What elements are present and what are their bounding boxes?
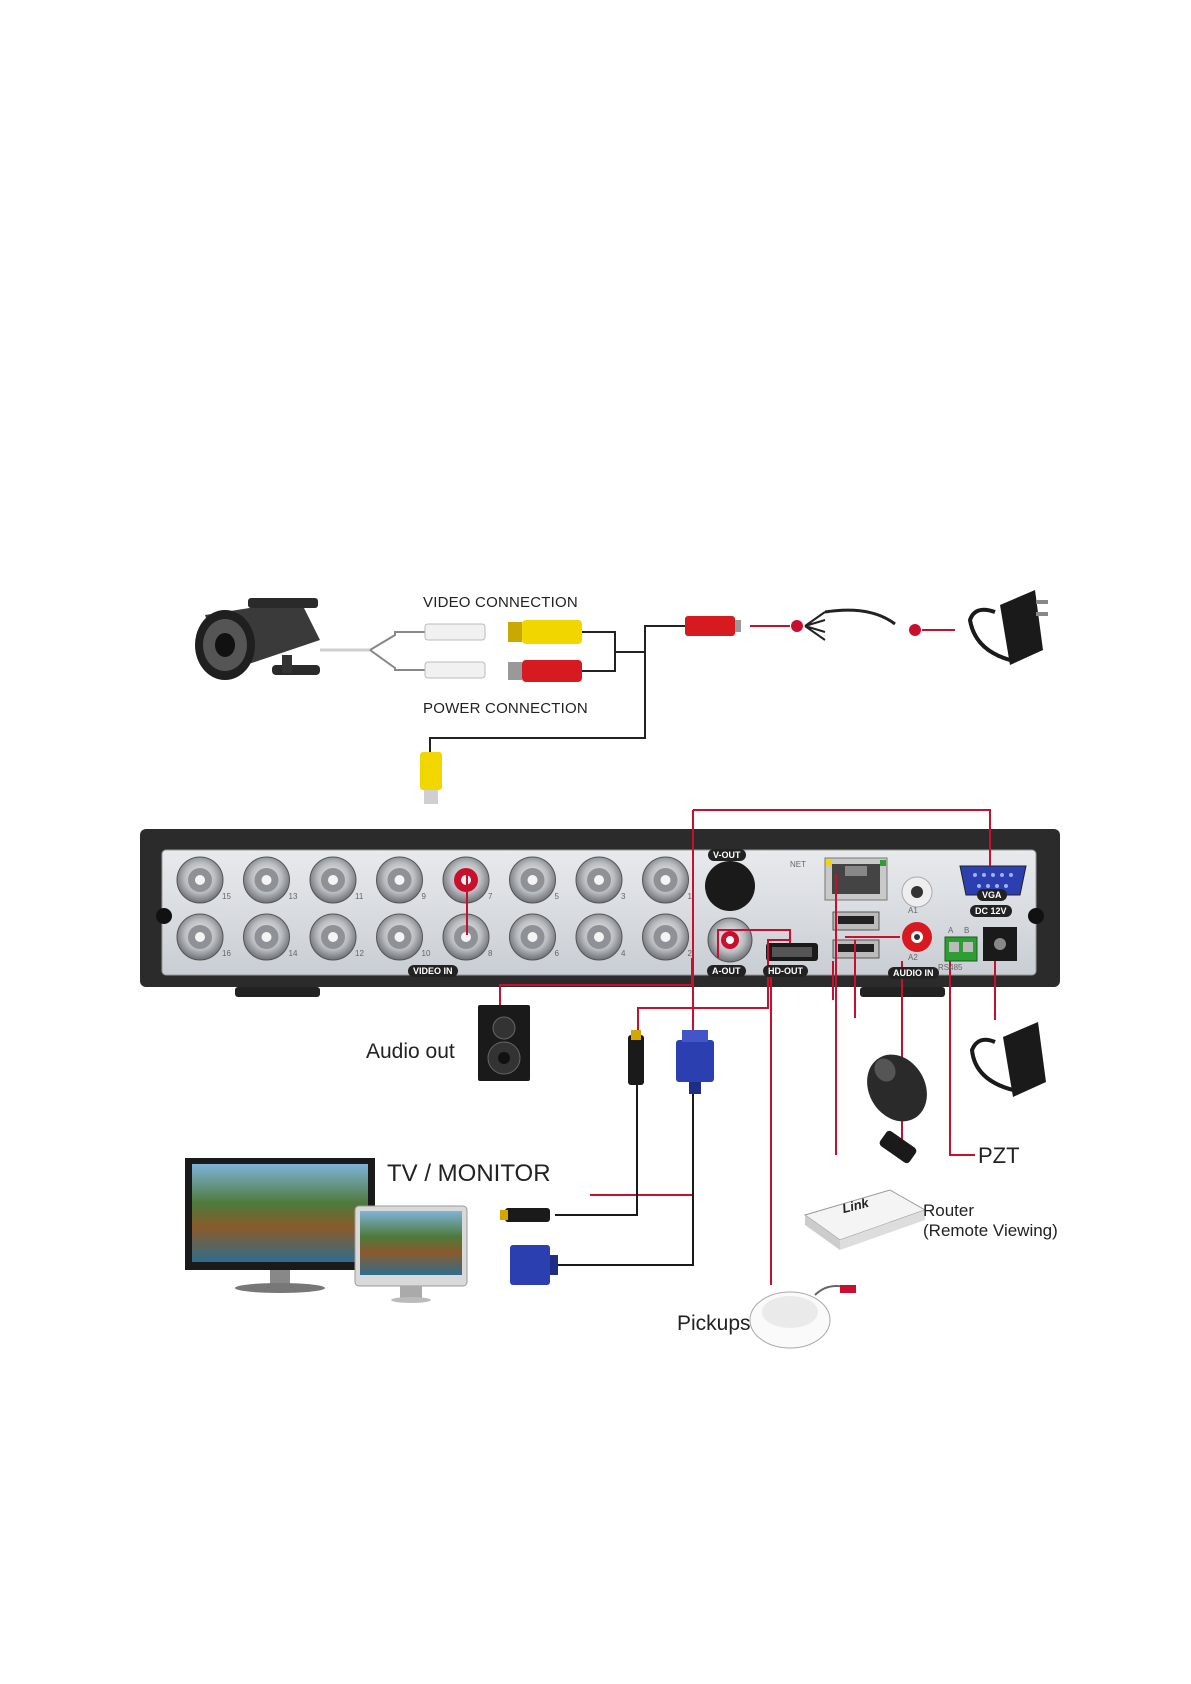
audio-in-a1-port[interactable] — [902, 877, 932, 907]
vga-label: VGA — [977, 889, 1007, 901]
bnc-video-in-3[interactable] — [576, 857, 622, 903]
hd-out-label: HD-OUT — [763, 965, 808, 977]
bnc-number-7: 7 — [488, 892, 492, 901]
router-sub-label: (Remote Viewing) — [923, 1221, 1058, 1241]
a-out-port[interactable] — [708, 918, 752, 962]
net-label: NET — [790, 860, 806, 869]
net-port[interactable] — [825, 858, 887, 900]
audio-out-label: Audio out — [366, 1040, 455, 1064]
video-in-label: VIDEO IN — [408, 965, 458, 977]
audio-in-label: AUDIO IN — [888, 967, 939, 979]
bnc-video-in-4[interactable] — [576, 914, 622, 960]
mouse-icon — [855, 1044, 938, 1133]
bnc-number-4: 4 — [621, 949, 625, 958]
bnc-number-14: 14 — [289, 949, 298, 958]
bnc-video-in-9[interactable] — [377, 857, 423, 903]
dc-12v-port[interactable] — [983, 927, 1017, 961]
usb-dongle-icon — [878, 1129, 918, 1164]
bnc-number-5: 5 — [555, 892, 559, 901]
bnc-number-1: 1 — [688, 892, 692, 901]
terminal-a-label: A — [948, 926, 953, 935]
hdmi-cable-icon — [628, 1030, 644, 1085]
bnc-video-in-10[interactable] — [377, 914, 423, 960]
v-out-label: V-OUT — [708, 849, 746, 861]
bnc-number-6: 6 — [555, 949, 559, 958]
vga-plug-tv-icon — [510, 1245, 558, 1285]
hdmi-plug-tv-icon — [500, 1208, 550, 1222]
bnc-video-in-5[interactable] — [510, 857, 556, 903]
bnc-video-in-16[interactable] — [177, 914, 223, 960]
power-plug-white — [425, 662, 485, 678]
audio-in-a2-port[interactable] — [902, 922, 932, 952]
power-red-plug — [685, 616, 741, 636]
bnc-number-2: 2 — [688, 949, 692, 958]
bnc-video-in-6[interactable] — [510, 914, 556, 960]
bnc-number-15: 15 — [222, 892, 231, 901]
camera-icon — [195, 598, 320, 680]
bnc-yellow-plug — [420, 752, 442, 804]
imac-icon — [355, 1206, 467, 1303]
video-plug-white — [425, 624, 485, 640]
bnc-number-11: 11 — [355, 892, 363, 901]
rca-yellow-connector — [508, 620, 582, 644]
bnc-number-8: 8 — [488, 949, 492, 958]
vga-cable-icon — [676, 1030, 714, 1094]
bnc-video-in-2[interactable] — [643, 914, 689, 960]
speaker-icon — [478, 1005, 530, 1081]
dc-12v-label: DC 12V — [970, 905, 1012, 917]
bnc-number-10: 10 — [422, 949, 431, 958]
a-out-label: A-OUT — [707, 965, 746, 977]
rs485-label: RS485 — [938, 963, 962, 972]
a2-label: A2 — [908, 953, 918, 962]
pickups-label: Pickups — [677, 1312, 751, 1336]
pzt-label: PZT — [978, 1143, 1020, 1169]
rs485-terminal[interactable] — [945, 937, 977, 961]
bnc-number-13: 13 — [289, 892, 298, 901]
usb-port-1[interactable] — [833, 912, 879, 930]
bnc-video-in-14[interactable] — [244, 914, 290, 960]
dc-red-connector — [508, 660, 582, 682]
power-adapter-2-icon — [972, 1022, 1046, 1097]
router-label: Router — [923, 1201, 974, 1221]
bnc-number-12: 12 — [355, 949, 364, 958]
tv-monitor-label: TV / MONITOR — [387, 1160, 551, 1188]
v-out-port[interactable] — [705, 861, 755, 911]
terminal-b-label: B — [964, 926, 969, 935]
hdmi-port[interactable] — [766, 943, 818, 961]
power-adapter-icon — [970, 590, 1048, 665]
power-splitter-icon — [805, 610, 895, 640]
bnc-number-16: 16 — [222, 949, 231, 958]
a1-label: A1 — [908, 906, 918, 915]
power-connection-label: POWER CONNECTION — [423, 700, 588, 717]
bnc-number-3: 3 — [621, 892, 625, 901]
video-connection-label: VIDEO CONNECTION — [423, 594, 578, 611]
microphone-pickup-icon — [750, 1285, 856, 1348]
bnc-video-in-12[interactable] — [310, 914, 356, 960]
bnc-video-in-15[interactable] — [177, 857, 223, 903]
bnc-video-in-13[interactable] — [244, 857, 290, 903]
bnc-number-9: 9 — [422, 892, 426, 901]
bnc-video-in-1[interactable] — [643, 857, 689, 903]
connection-wires-black — [555, 1080, 693, 1265]
bnc-video-in-11[interactable] — [310, 857, 356, 903]
tv-monitor-icon — [185, 1158, 375, 1293]
